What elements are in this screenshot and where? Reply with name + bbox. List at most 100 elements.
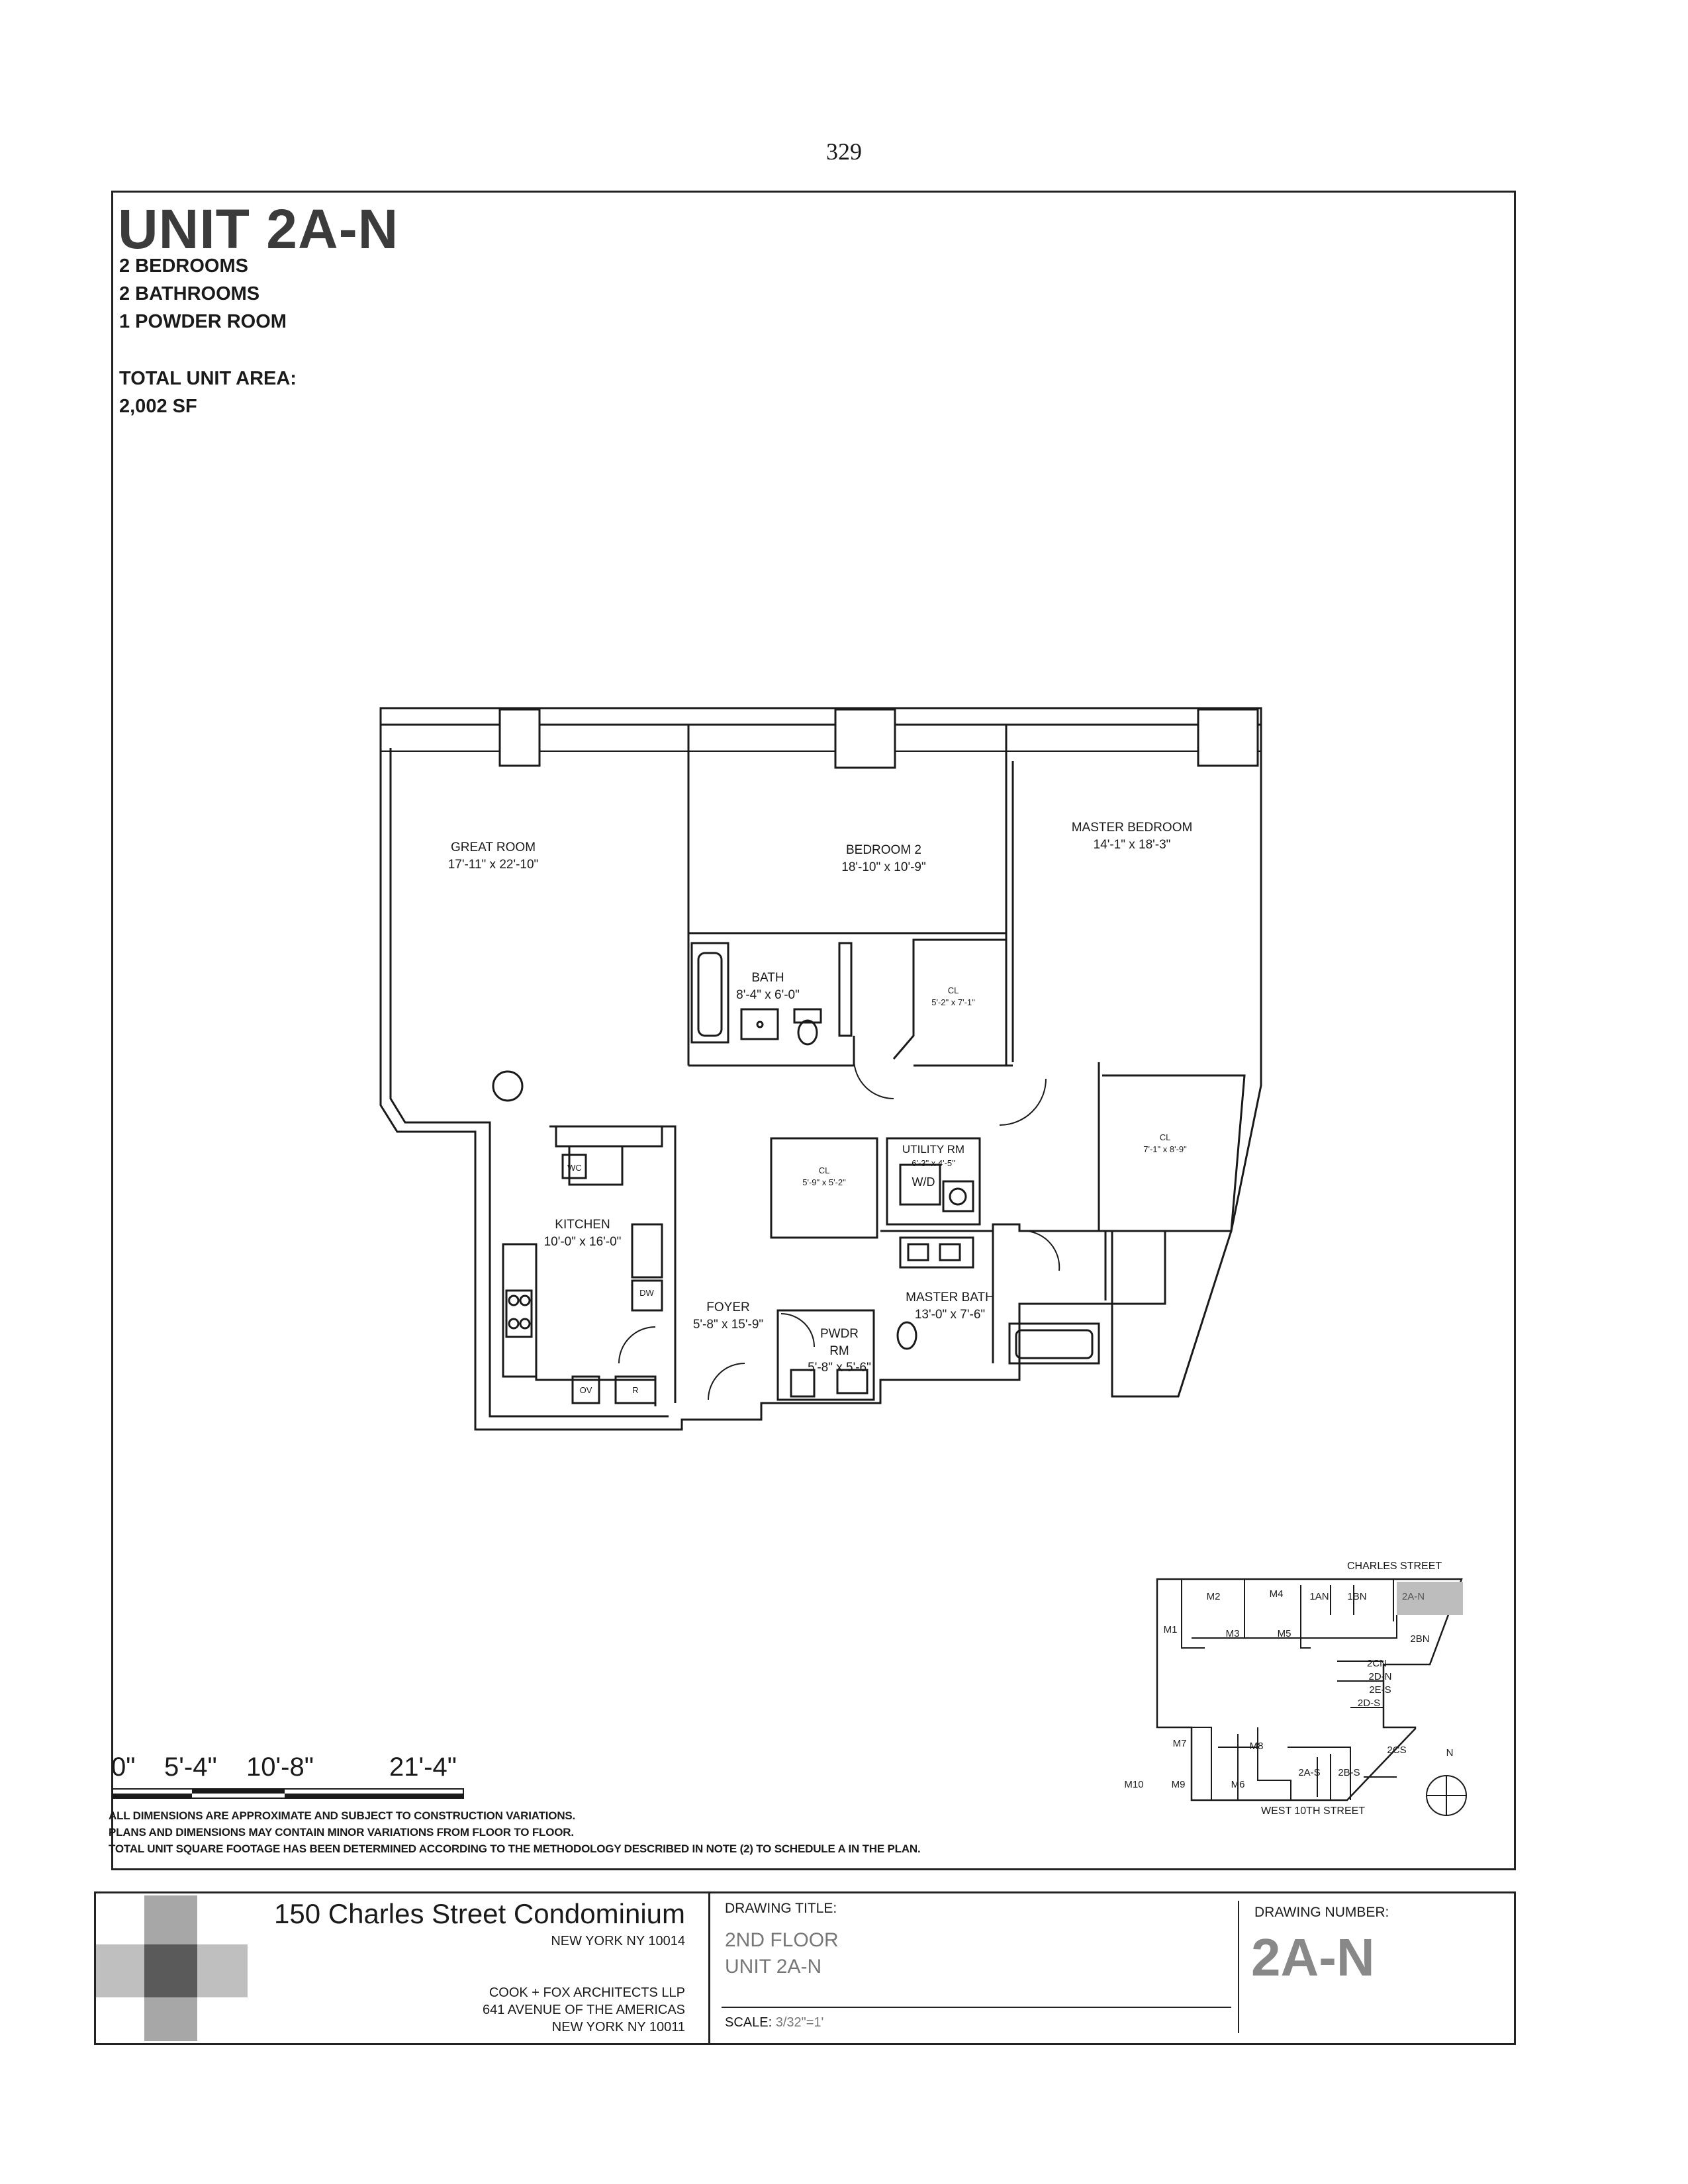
unit-title: UNIT 2A-N xyxy=(118,198,399,260)
great-room-dims: 17'-11" x 22'-10" xyxy=(447,857,539,872)
key-unit-2es: 2E-S xyxy=(1369,1684,1391,1696)
great-room-name: GREAT ROOM xyxy=(450,841,536,854)
scale-label-2: 10'-8" xyxy=(246,1752,314,1782)
closet-master-name: CL xyxy=(1159,1132,1171,1142)
title-block-divider-1 xyxy=(708,1891,710,2045)
drawing-title-line-2: UNIT 2A-N xyxy=(725,1956,822,1978)
room-closet-foyer: CL 5'-9" x 5'-2" xyxy=(802,1165,846,1188)
scale-bar xyxy=(112,1788,464,1799)
closet-foyer-dims: 5'-9" x 5'-2" xyxy=(802,1177,846,1187)
bath-dims: 8'-4" x 6'-0" xyxy=(736,987,800,1002)
powder-dims: 5'-8" x 5'-6" xyxy=(808,1361,871,1375)
plan-frame xyxy=(111,191,1516,1870)
powder-name-2: RM xyxy=(829,1343,849,1358)
room-utility: UTILITY RM 6'-3" x 4'-5" W/D xyxy=(902,1142,964,1191)
fixture-dishwasher: DW xyxy=(639,1288,654,1298)
master-bedroom-dims: 14'-1" x 18'-3" xyxy=(1093,837,1171,852)
drawing-number: 2A-N xyxy=(1251,1928,1375,1987)
north-arrow-label: N xyxy=(1446,1747,1454,1758)
powder-name: PWDR xyxy=(820,1327,859,1341)
key-plan-north-street: CHARLES STREET xyxy=(1347,1561,1442,1572)
utility-dims: 6'-3" x 4'-5" xyxy=(912,1158,955,1168)
master-bedroom-name: MASTER BEDROOM xyxy=(1071,821,1193,835)
key-unit-2as: 2A-S xyxy=(1298,1767,1321,1778)
area-label: TOTAL UNIT AREA: xyxy=(119,368,297,389)
logo-mark xyxy=(94,1895,248,2041)
drawing-title-line-1: 2ND FLOOR xyxy=(725,1929,839,1951)
utility-name: UTILITY RM xyxy=(902,1143,965,1156)
key-unit-2ds: 2D-S xyxy=(1357,1698,1381,1709)
area-value: 2,002 SF xyxy=(119,396,197,417)
closet-bedroom-2-name: CL xyxy=(947,985,959,995)
key-unit-1an: 1AN xyxy=(1309,1591,1329,1602)
scale-label-3: 21'-4" xyxy=(389,1752,457,1782)
key-unit-2a-n-highlight: 2A-N xyxy=(1401,1591,1425,1602)
scale-value: 3/32"=1' xyxy=(775,2015,824,2030)
key-unit-m3: M3 xyxy=(1225,1628,1240,1639)
room-powder: PWDR RM 5'-8" x 5'-6" xyxy=(808,1326,871,1377)
fixture-wc: WC xyxy=(567,1163,582,1173)
note-2: PLANS AND DIMENSIONS MAY CONTAIN MINOR V… xyxy=(109,1826,574,1839)
bath-name: BATH xyxy=(751,971,784,985)
key-unit-m2: M2 xyxy=(1206,1591,1221,1602)
kitchen-dims: 10'-0" x 16'-0" xyxy=(543,1234,622,1249)
foyer-dims: 5'-8" x 15'-9" xyxy=(692,1317,764,1332)
architect-name: COOK + FOX ARCHITECTS LLP xyxy=(489,1985,685,2000)
bathroom-count: 2 BATHROOMS xyxy=(119,283,260,304)
closet-foyer-name: CL xyxy=(818,1165,830,1175)
key-unit-1bn: 1BN xyxy=(1347,1591,1367,1602)
scale-label-1: 5'-4" xyxy=(164,1752,217,1782)
master-bath-dims: 13'-0" x 7'-6" xyxy=(914,1307,986,1322)
page-number: 329 xyxy=(826,138,862,165)
key-unit-2bn: 2BN xyxy=(1410,1633,1430,1645)
key-plan-south-street: WEST 10TH STREET xyxy=(1261,1805,1366,1817)
bedroom-2-name: BEDROOM 2 xyxy=(845,843,922,857)
washer-dryer-label: W/D xyxy=(912,1175,935,1189)
room-closet-bedroom-2: CL 5'-2" x 7'-1" xyxy=(931,985,975,1008)
room-bedroom-2: BEDROOM 2 18'-10" x 10'-9" xyxy=(841,842,925,876)
key-unit-m6: M6 xyxy=(1231,1779,1245,1790)
note-3: TOTAL UNIT SQUARE FOOTAGE HAS BEEN DETER… xyxy=(109,1843,921,1855)
key-unit-m8: M8 xyxy=(1249,1741,1264,1752)
bedroom-2-dims: 18'-10" x 10'-9" xyxy=(841,860,926,874)
key-unit-2cs: 2CS xyxy=(1387,1745,1407,1756)
title-block xyxy=(94,1891,1516,2045)
scale-label-0: 0" xyxy=(111,1752,136,1782)
plan-walls xyxy=(379,707,1262,1431)
room-great-room: GREAT ROOM 17'-11" x 22'-10" xyxy=(448,839,539,873)
closet-master-dims: 7'-1" x 8'-9" xyxy=(1143,1144,1187,1154)
kitchen-name: KITCHEN xyxy=(555,1218,610,1232)
closet-bedroom-2-dims: 5'-2" x 7'-1" xyxy=(931,997,975,1007)
key-plan xyxy=(1156,1578,1467,1816)
architect-city: NEW YORK NY 10011 xyxy=(551,2020,685,2034)
room-bath: BATH 8'-4" x 6'-0" xyxy=(736,970,800,1003)
room-foyer: FOYER 5'-8" x 15'-9" xyxy=(693,1299,763,1333)
key-unit-m7: M7 xyxy=(1172,1738,1187,1749)
scale-label-text: SCALE: xyxy=(725,2015,773,2030)
powder-room-count: 1 POWDER ROOM xyxy=(119,311,287,332)
key-unit-2dn: 2D-N xyxy=(1368,1671,1392,1682)
project-city: NEW YORK NY 10014 xyxy=(551,1934,685,1948)
key-unit-m5: M5 xyxy=(1277,1628,1291,1639)
note-1: ALL DIMENSIONS ARE APPROXIMATE AND SUBJE… xyxy=(109,1809,576,1822)
project-name: 150 Charles Street Condominium xyxy=(274,1898,685,1929)
room-master-bath: MASTER BATH 13'-0" x 7'-6" xyxy=(906,1289,994,1323)
key-unit-2bs: 2B-S xyxy=(1338,1767,1360,1778)
fixture-oven: OV xyxy=(579,1385,592,1395)
key-unit-m9: M9 xyxy=(1171,1779,1186,1790)
title-block-rule xyxy=(722,2007,1231,2008)
foyer-name: FOYER xyxy=(706,1300,750,1314)
master-bath-name: MASTER BATH xyxy=(906,1291,994,1304)
room-closet-master: CL 7'-1" x 8'-9" xyxy=(1143,1132,1187,1155)
room-master-bedroom: MASTER BEDROOM 14'-1" x 18'-3" xyxy=(1072,819,1193,853)
key-unit-m4: M4 xyxy=(1269,1588,1284,1600)
architect-address: 641 AVENUE OF THE AMERICAS xyxy=(482,2003,685,2017)
scale-label: SCALE: 3/32"=1' xyxy=(725,2015,823,2030)
key-unit-m1: M1 xyxy=(1163,1624,1178,1635)
title-block-divider-2 xyxy=(1238,1901,1239,2033)
bedroom-count: 2 BEDROOMS xyxy=(119,255,248,277)
key-unit-m10: M10 xyxy=(1124,1779,1144,1790)
room-kitchen: KITCHEN 10'-0" x 16'-0" xyxy=(544,1216,622,1250)
drawing-title-label: DRAWING TITLE: xyxy=(725,1901,837,1916)
